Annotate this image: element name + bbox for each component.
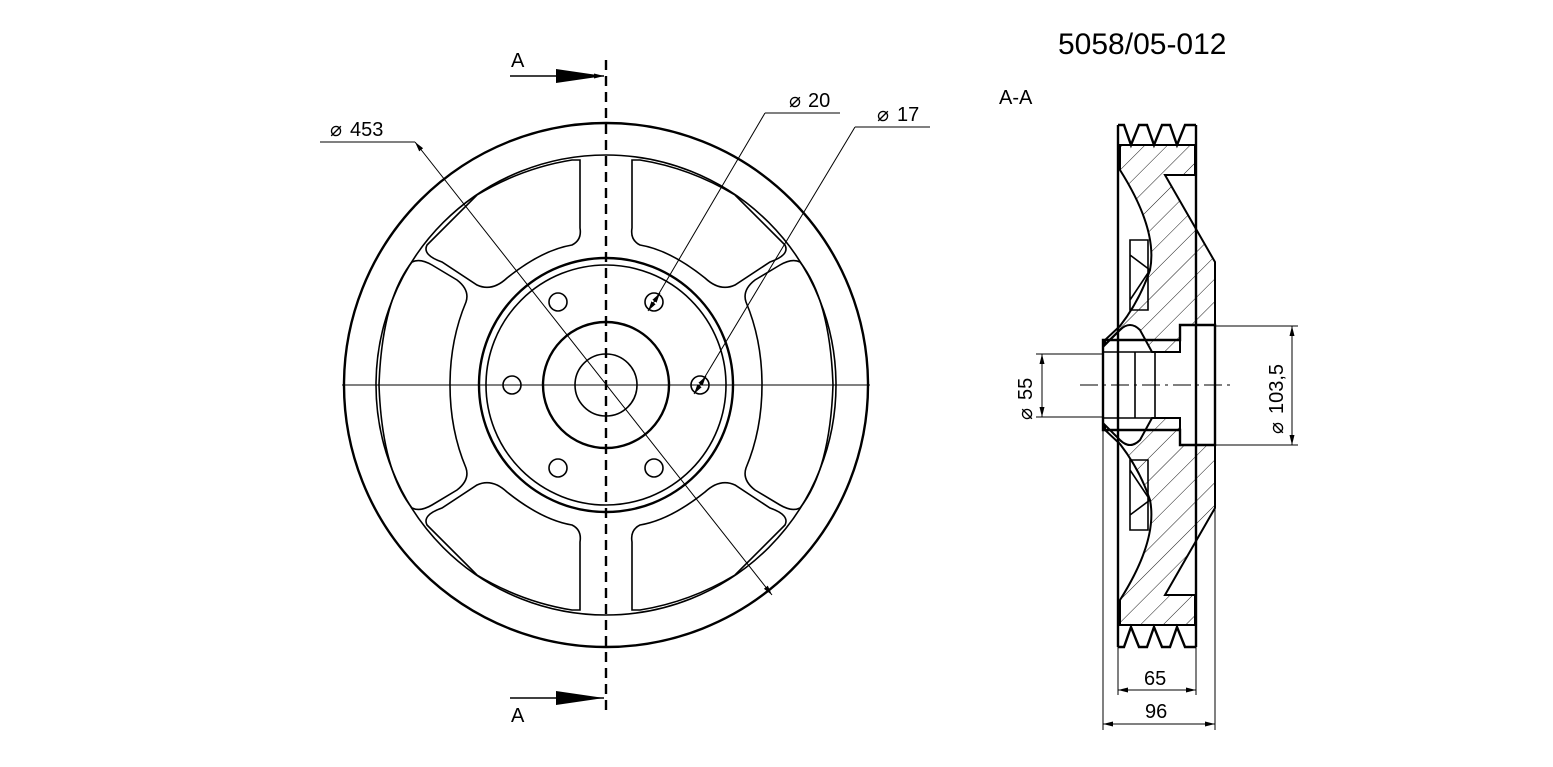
- dim-total-width: 96: [1102, 430, 1216, 730]
- spoke-section-lower: [1129, 459, 1152, 531]
- diameter-symbol: ⌀: [330, 119, 342, 141]
- section-body-upper: [1104, 144, 1216, 353]
- diameter-symbol: ⌀: [789, 90, 801, 112]
- dim-hole-17: ⌀ 17: [693, 104, 930, 395]
- section-arrow-top-head: [556, 69, 604, 83]
- diameter-symbol: ⌀: [1266, 422, 1288, 434]
- belt-grooves-bottom: [1118, 623, 1196, 649]
- dim-groove-width: 65: [1117, 647, 1197, 695]
- dim-hole-20: ⌀ 20: [647, 90, 840, 312]
- bolt-hole: [548, 458, 568, 478]
- groove-width-value: 65: [1144, 668, 1166, 690]
- section-mark-bottom: A: [511, 705, 525, 727]
- outer-diameter-value: 453: [350, 119, 383, 141]
- bolt-hole: [548, 292, 568, 312]
- dim-bore-55: ⌀ 55: [1015, 353, 1103, 420]
- dim-hub-103-5: ⌀ 103,5: [1215, 325, 1298, 446]
- bolt-hole: [644, 458, 664, 478]
- section-view-label: A-A: [999, 87, 1033, 109]
- drawing-number: 5058/05-012: [1058, 28, 1227, 61]
- front-view: A A ⌀ 453 ⌀ 20 ⌀ 17: [320, 50, 930, 727]
- spoke-section-upper: [1129, 239, 1152, 311]
- hub-diameter-value: 103,5: [1266, 364, 1288, 414]
- belt-grooves-top: [1118, 123, 1196, 149]
- section-view: ⌀ 55 ⌀ 103,5 65 96: [1015, 123, 1298, 730]
- hole-diameter-17-value: 17: [897, 104, 919, 126]
- section-body-lower: [1104, 417, 1216, 626]
- bore-diameter-value: 55: [1015, 378, 1037, 400]
- diameter-symbol: ⌀: [877, 104, 889, 126]
- section-arrow-bottom-head: [556, 691, 604, 705]
- diameter-symbol: ⌀: [1015, 408, 1037, 420]
- total-width-value: 96: [1145, 701, 1167, 723]
- dim-outer-diameter: ⌀ 453: [320, 119, 773, 596]
- hole-diameter-20-value: 20: [808, 90, 830, 112]
- section-mark-top: A: [511, 50, 525, 72]
